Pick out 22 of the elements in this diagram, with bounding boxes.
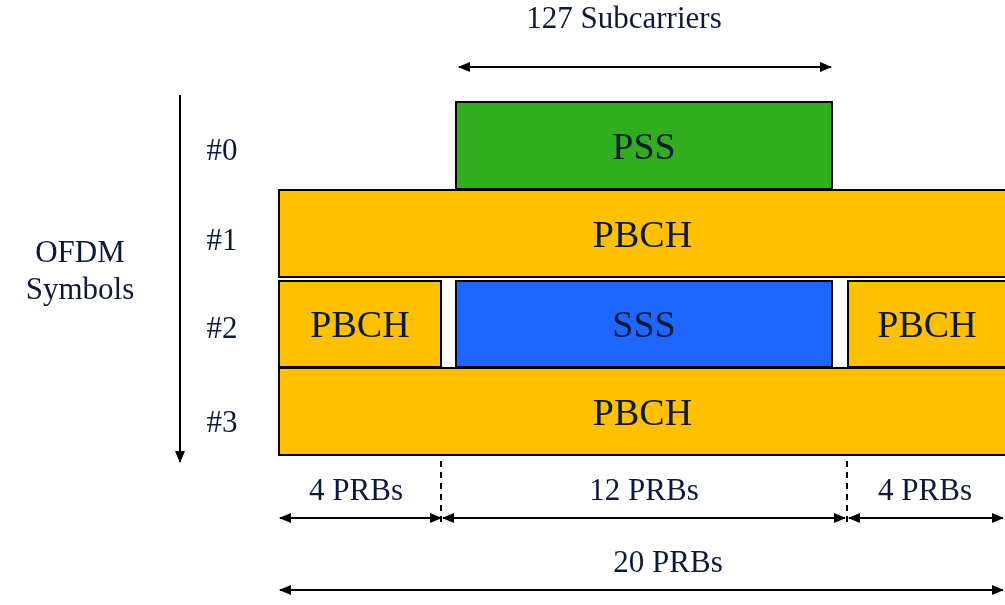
block-label: PBCH <box>592 389 693 434</box>
pss-block <box>455 101 833 190</box>
block-label: PBCH <box>592 211 693 256</box>
label: 20 PRBs <box>613 543 723 581</box>
label: 127 Subcarriers <box>526 0 722 37</box>
pbch-block <box>278 189 1005 278</box>
pbch-block <box>847 280 1005 368</box>
block-label: SSS <box>612 302 676 346</box>
sss-block <box>455 280 833 368</box>
label: #3 <box>206 403 238 441</box>
label: OFDM Symbols <box>24 232 136 308</box>
block-label: PBCH <box>310 302 410 346</box>
pbch-block <box>278 280 442 368</box>
label: #2 <box>206 309 238 347</box>
label: 4 PRBs <box>309 471 403 509</box>
label: 4 PRBs <box>878 471 972 509</box>
label: 12 PRBs <box>589 471 699 509</box>
block-label: PBCH <box>877 302 977 346</box>
label: #1 <box>206 221 238 259</box>
label: #0 <box>206 131 238 169</box>
pbch-block <box>278 367 1005 456</box>
block-label: PSS <box>612 123 676 168</box>
